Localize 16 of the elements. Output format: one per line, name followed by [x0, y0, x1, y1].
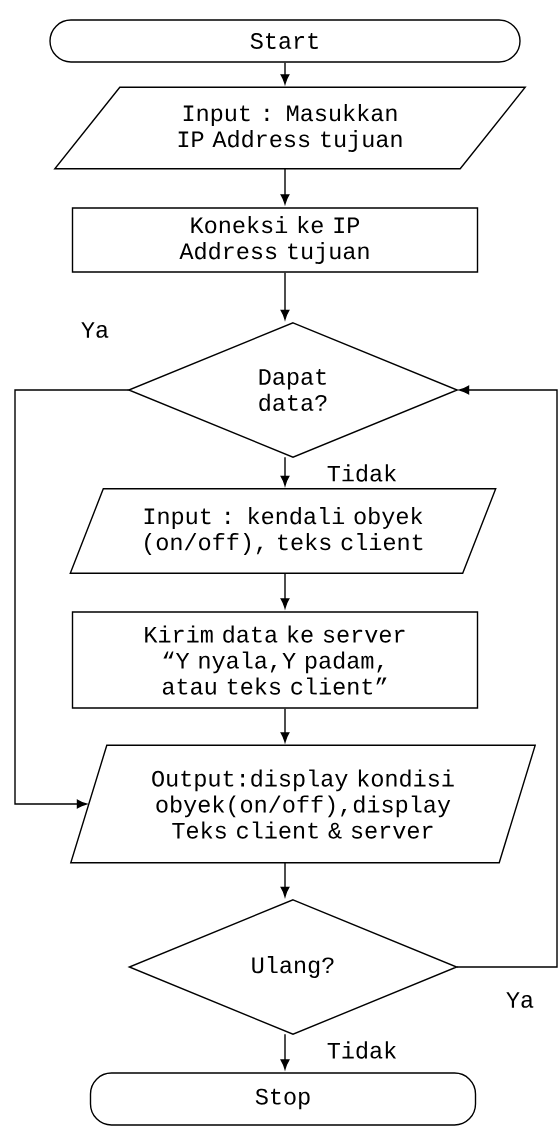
- arrow: [14, 389, 130, 809]
- edge-label: Ya: [504, 991, 536, 1009]
- edge-label: Tidak: [325, 1040, 399, 1060]
- arrow: [280, 862, 290, 897]
- process-box: Kirim data ke server “Y nyala,Y padam, atau teks client”: [71, 611, 479, 709]
- edge-label: Tidak: [325, 463, 399, 483]
- arrow: [456, 385, 558, 968]
- arrow: [280, 62, 290, 85]
- arrow: [280, 272, 290, 320]
- arrow: [280, 708, 290, 743]
- arrow: [280, 1033, 290, 1070]
- arrow: [280, 456, 290, 486]
- process-box: Koneksi ke IP Address tujuan: [71, 207, 479, 273]
- edge-label: Ya: [79, 321, 111, 339]
- arrow: [280, 572, 290, 609]
- arrow: [280, 168, 290, 205]
